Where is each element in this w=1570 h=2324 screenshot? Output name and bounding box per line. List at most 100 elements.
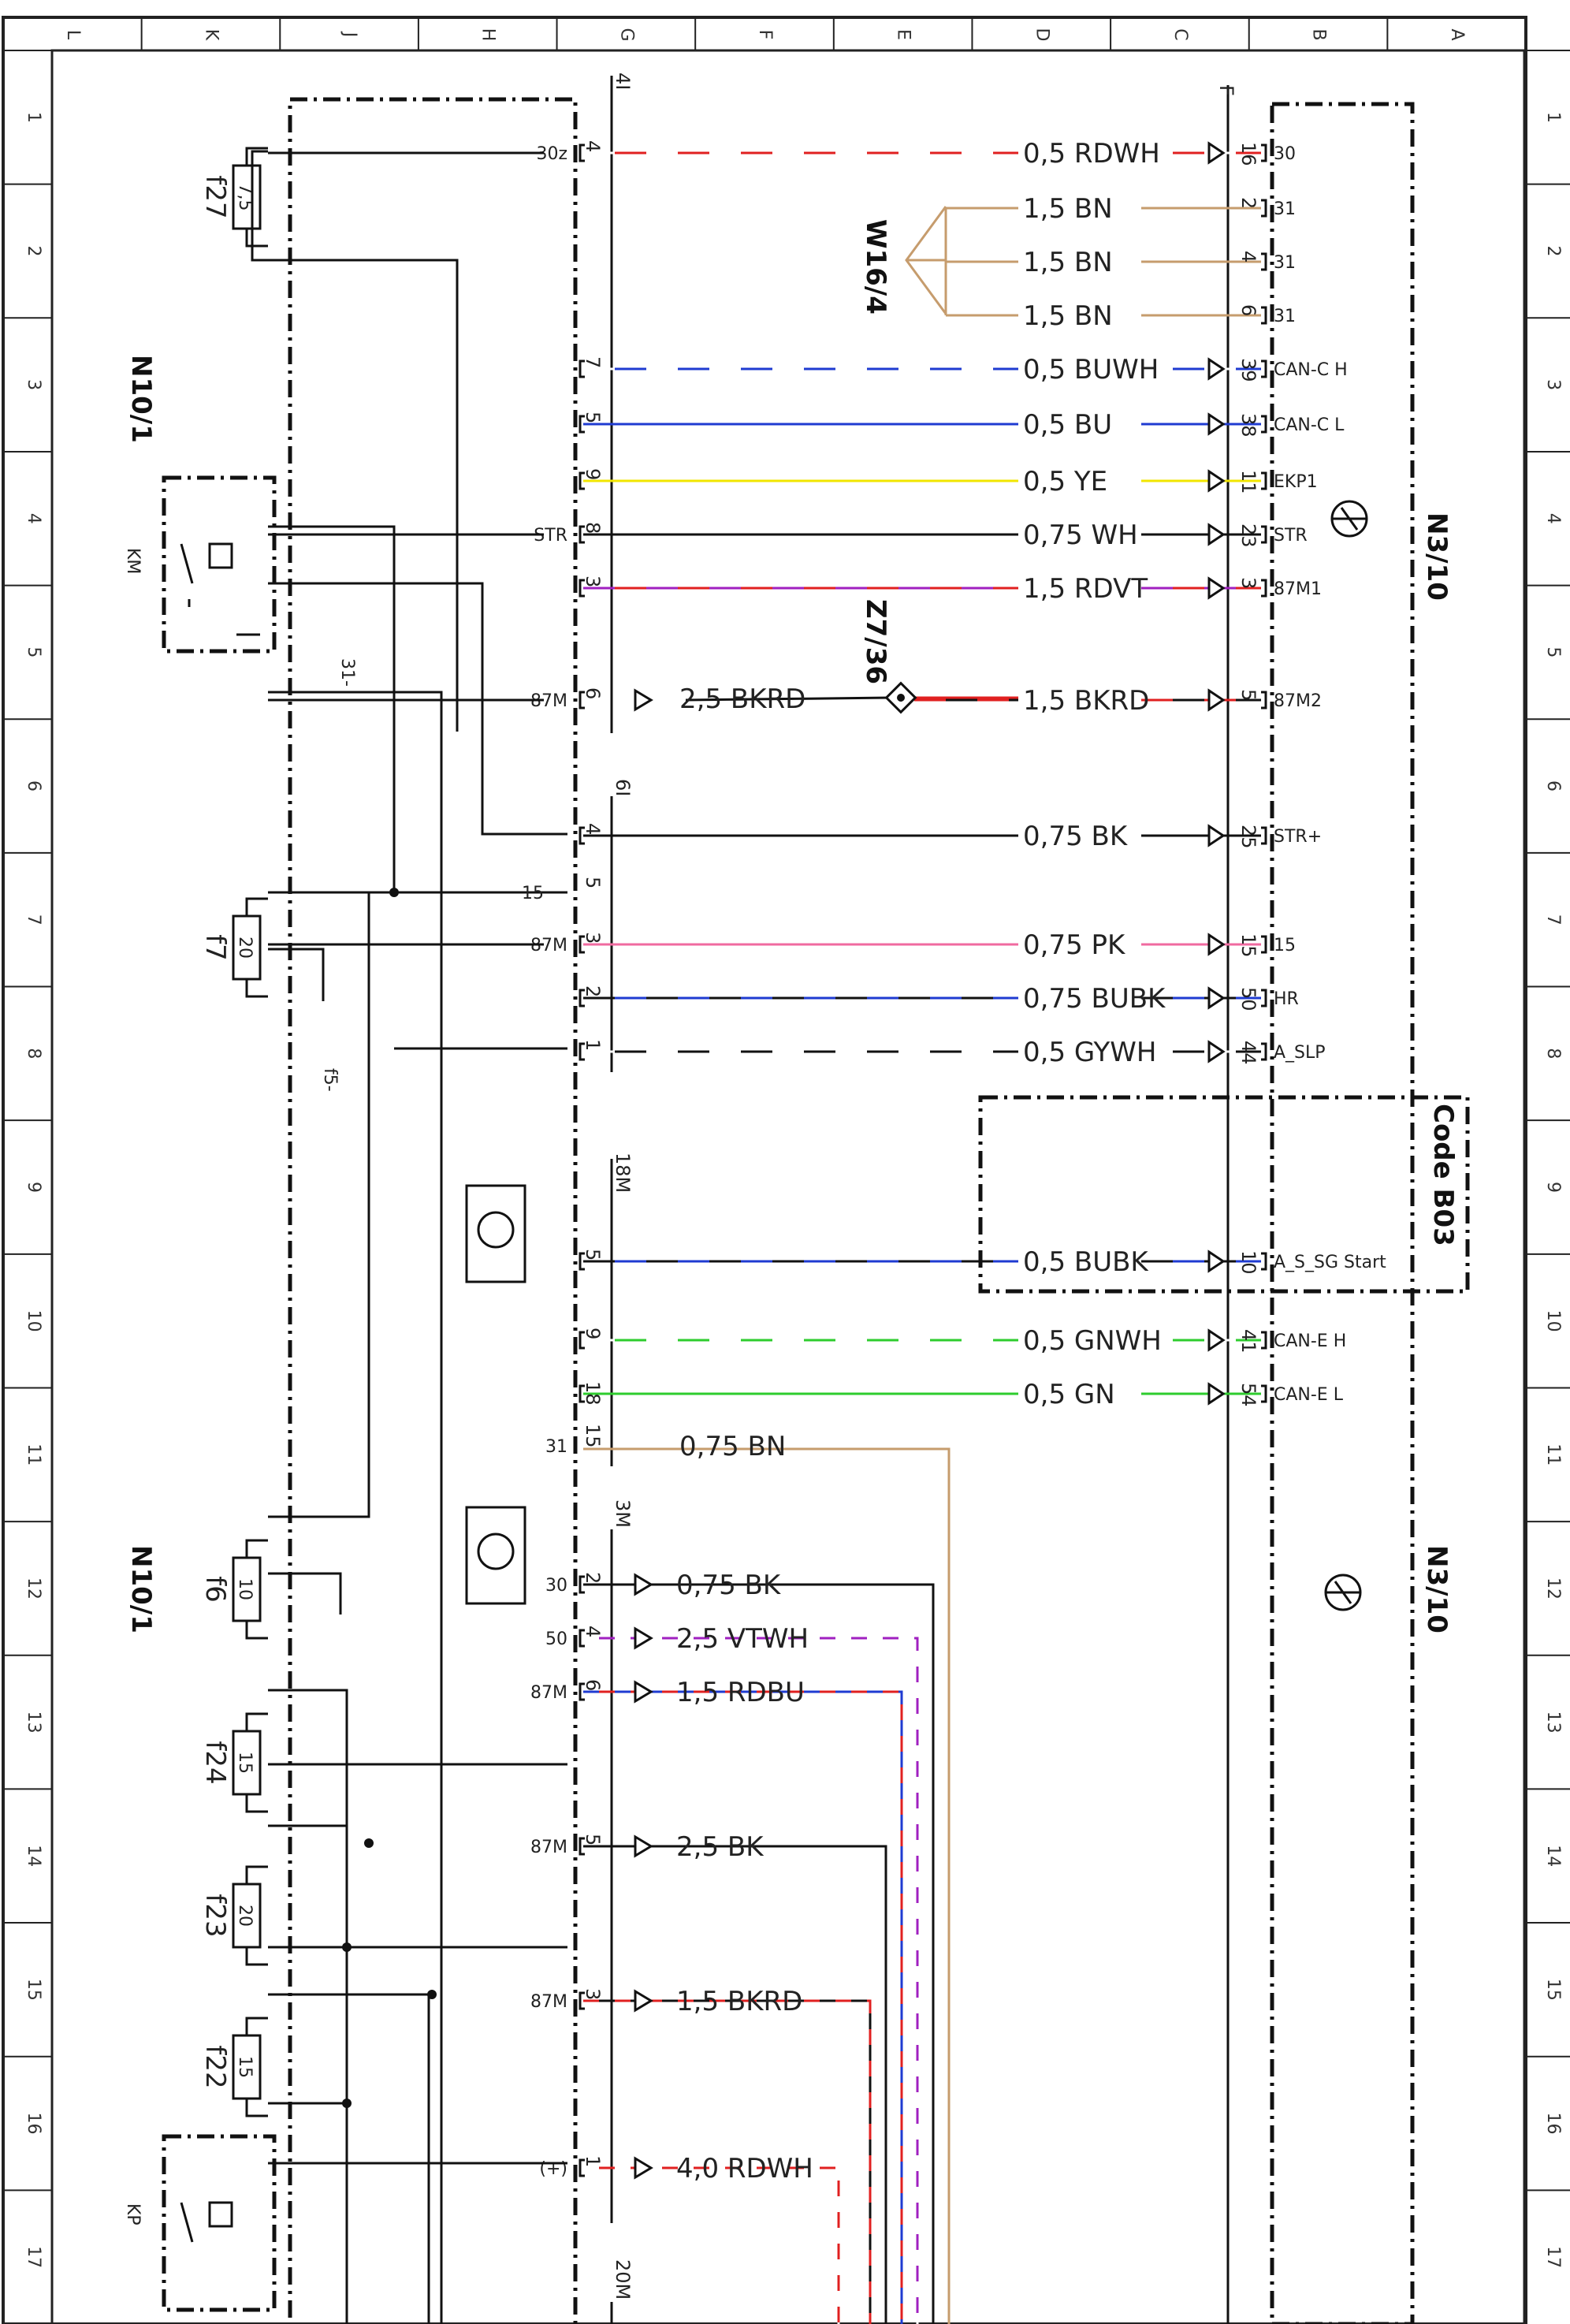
connector-label-18m: 18M xyxy=(612,1153,634,1193)
fuse-id: f23 xyxy=(199,1894,231,1937)
signal-label: CAN-C L xyxy=(1274,415,1345,435)
direction-arrow xyxy=(1207,412,1226,436)
left-pin-number: 4 xyxy=(582,140,604,152)
splice-label: Z7/36 xyxy=(860,599,891,684)
wire-label: 0,5 BUWH xyxy=(1023,354,1159,385)
left-pin-socket xyxy=(579,826,585,845)
left-pin-socket xyxy=(579,1629,585,1648)
pin-socket xyxy=(1261,1331,1267,1350)
grid-col-label: C xyxy=(1170,28,1190,40)
grid-row-label-left: 7 xyxy=(24,914,43,926)
direction-arrow xyxy=(1207,688,1226,712)
fuse-lead xyxy=(245,2017,268,2035)
transistor-icon-upper xyxy=(1330,500,1368,538)
left-pin-socket xyxy=(579,1384,585,1403)
pin-socket xyxy=(1261,143,1267,162)
direction-arrow xyxy=(1207,523,1226,546)
grid-row-label-right: 13 xyxy=(1543,1711,1563,1734)
signal-label: HR xyxy=(1274,989,1299,1009)
left-pin-number: 5 xyxy=(582,1249,604,1261)
direction-arrow xyxy=(1207,576,1226,600)
grid-row-label-right: 16 xyxy=(1543,2113,1563,2135)
relay-kp-label: KP xyxy=(123,2203,143,2225)
pin-number: 3 xyxy=(1237,577,1259,589)
left-pin-number: 9 xyxy=(582,468,604,480)
grid-row-label-right: 12 xyxy=(1543,1577,1563,1600)
ground-31-label: 31- xyxy=(337,658,357,687)
wire-label: 1,5 RDBU xyxy=(676,1677,805,1708)
ground-15-label: f5- xyxy=(320,1068,340,1092)
code-b03-outline xyxy=(978,1095,1470,1294)
terminal-label: 50 xyxy=(545,1629,567,1649)
grid-row-label-right: 10 xyxy=(1543,1310,1563,1332)
grid-col-label: D xyxy=(1032,28,1051,42)
pin-number: 16 xyxy=(1237,142,1259,166)
fuse-lead xyxy=(245,979,268,998)
pin-number: 41 xyxy=(1237,1329,1259,1354)
grid-col-label: L xyxy=(63,30,83,40)
grid-col-label: K xyxy=(201,29,221,41)
pin-socket xyxy=(1261,252,1267,271)
fuse-lead xyxy=(245,1865,268,1884)
direction-arrow xyxy=(1207,933,1226,956)
left-pin-socket xyxy=(579,691,585,709)
terminal-label: 30 xyxy=(545,1576,567,1596)
terminal-31-label: 31 xyxy=(545,1437,567,1457)
splice-line-left xyxy=(685,696,891,702)
fuse-id: f22 xyxy=(199,2045,231,2088)
pin-socket xyxy=(1261,525,1267,544)
pin-socket xyxy=(1261,691,1267,709)
control-unit-outline xyxy=(1270,102,1415,2324)
wire-label: 0,75 BK xyxy=(676,1570,782,1601)
fuse-lead xyxy=(245,229,268,248)
left-pin-socket xyxy=(579,415,585,434)
pin-socket xyxy=(1261,359,1267,378)
relay-km-label: KM xyxy=(123,548,143,574)
left-pin-socket xyxy=(579,1331,585,1350)
direction-arrow xyxy=(1207,1040,1226,1063)
signal-label: 31 xyxy=(1274,307,1296,326)
signal-label: STR xyxy=(1274,526,1308,546)
pin-socket xyxy=(1261,935,1267,954)
direction-arrow xyxy=(1207,1250,1226,1273)
grid-row-label-right: 15 xyxy=(1543,1979,1563,2001)
grid-col-label: F xyxy=(755,30,775,40)
left-pin-socket xyxy=(579,935,585,954)
fuse-lead xyxy=(245,2099,268,2117)
sensor-icon-3m xyxy=(465,1506,526,1605)
left-pin-number: 8 xyxy=(582,522,604,534)
fuse-lead xyxy=(245,1947,268,1966)
wire-bn-down xyxy=(583,1447,951,2324)
grid-row-label-right: 5 xyxy=(1543,646,1563,657)
relay-kp-symbol xyxy=(180,2201,233,2243)
pin-number: 5 xyxy=(1237,689,1259,701)
junction-dots xyxy=(342,888,437,2108)
sensor-icon-18m xyxy=(465,1184,526,1283)
lower-wire-stripe xyxy=(583,1637,919,2324)
grid-row-label-right: 2 xyxy=(1543,245,1563,256)
wire-label: 0,75 PK xyxy=(1023,929,1126,961)
pin-socket xyxy=(1261,1384,1267,1403)
fuse-id: f27 xyxy=(199,175,231,218)
connector-label-3m: 3M xyxy=(612,1499,634,1528)
left-pin-socket xyxy=(579,1682,585,1701)
relay-kp-outline xyxy=(162,2134,277,2312)
left-pin-number: 7 xyxy=(582,356,604,368)
signal-label: 87M2 xyxy=(1274,691,1322,711)
direction-arrow xyxy=(1207,986,1226,1010)
direction-arrow xyxy=(634,1626,653,1650)
